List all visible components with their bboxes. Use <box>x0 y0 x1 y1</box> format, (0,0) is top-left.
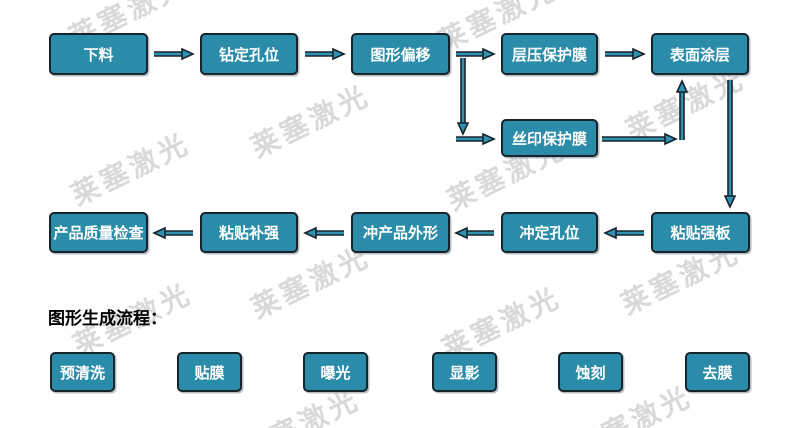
flow-node-zhan-tie-bu-qiang: 粘贴补强 <box>200 212 298 253</box>
process-node-xian-ying: 显影 <box>432 352 497 392</box>
flow-arrow <box>605 47 646 61</box>
flow-node-zuan-ding-kong-wei: 钻定孔位 <box>200 33 298 75</box>
flow-node-si-yin-bao-hu-mo: 丝印保护膜 <box>501 119 598 157</box>
flow-arrow <box>723 80 737 209</box>
flow-arrow <box>305 47 346 61</box>
flow-arrow <box>454 226 494 240</box>
flow-node-chong-chan-pin-wai-xing: 冲产品外形 <box>351 212 450 253</box>
process-node-shi-ke: 蚀刻 <box>558 352 623 392</box>
flow-node-xia-liao: 下料 <box>49 33 148 75</box>
flow-arrow <box>603 226 644 240</box>
flow-arrow <box>456 58 470 136</box>
flow-arrow <box>152 226 193 240</box>
process-node-tie-mo: 贴膜 <box>177 352 242 392</box>
flow-node-zhan-tie-qiang-ban: 粘贴强板 <box>651 212 750 253</box>
flow-node-chong-ding-kong-wei: 冲定孔位 <box>501 212 598 253</box>
flow-arrow <box>675 79 689 140</box>
process-node-qu-mo: 去膜 <box>685 352 750 392</box>
flow-arrow <box>456 47 496 61</box>
flow-node-biao-mian-tu-ceng: 表面涂层 <box>651 33 749 75</box>
section-title: 图形生成流程： <box>48 309 167 328</box>
flow-node-chan-pin-zhi-liang-jian-cha: 产品质量检查 <box>49 212 148 253</box>
flow-arrow <box>303 226 344 240</box>
flow-arrow <box>456 132 496 146</box>
flow-node-ceng-ya-bao-hu-mo: 层压保护膜 <box>501 33 598 75</box>
flow-arrow <box>602 132 678 146</box>
flow-node-tu-xing-pian-yi: 图形偏移 <box>351 33 450 75</box>
process-node-pu-guang: 曝光 <box>303 352 368 392</box>
flow-arrow <box>154 47 195 61</box>
process-node-yu-qing-xi: 预清洗 <box>50 352 115 392</box>
